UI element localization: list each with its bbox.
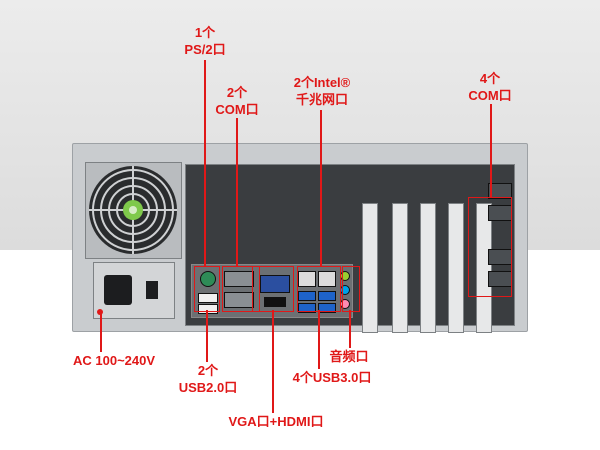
usb2-port [198,304,218,314]
label-lan-name: 千兆网口 [295,92,348,107]
vga-port [260,275,290,293]
label-lan: 2个Intel® 千兆网口 [280,74,364,108]
usb2-port [198,293,218,303]
lan-port [318,271,336,287]
ps2-highlight [194,266,220,312]
ac-socket [104,275,132,305]
expansion-slot [476,203,492,333]
usb3-port [318,291,336,301]
label-com2-count: 2个 [226,85,248,100]
expansion-slot [420,203,436,333]
usb3-port [298,291,316,301]
label-com2-name: COM口 [215,102,259,117]
label-vga-hdmi: VGA口+HDMI口 [228,414,324,429]
com-port [488,183,512,199]
label-com4-count: 4个 [479,71,501,86]
com-port [224,271,254,287]
com2-pointer [236,118,238,266]
ac-pointer-dot [97,309,103,315]
power-inlet-panel [93,262,175,319]
label-audio: 音频口 [329,349,369,364]
ps2-port [200,271,216,287]
usb2-pointer [206,310,208,362]
label-ps2-name: PS/2口 [184,42,226,57]
power-switch[interactable] [146,281,158,299]
label-com4-name: COM口 [468,88,512,103]
com2-highlight [222,266,260,312]
fan-icon [89,166,177,254]
expansion-slot [392,203,408,333]
com-port [224,292,254,308]
com4-highlight [468,197,512,297]
lan-pointer [320,110,322,266]
expansion-slot [362,203,378,333]
label-com2: 2个 COM口 [205,84,269,118]
label-com4: 4个 COM口 [458,70,522,104]
label-usb3: 4个USB3.0口 [292,370,372,385]
label-ac: AC 100~240V [72,353,156,368]
ps2-pointer [204,60,206,266]
com4-pointer [490,104,492,197]
vga-hdmi-pointer [272,310,274,413]
usb3-pointer [318,310,320,369]
label-usb2-count: 2个 [197,363,219,378]
lan-usb3-highlight [297,266,341,312]
ac-pointer [100,312,102,352]
label-ps2: 1个 PS/2口 [173,24,237,58]
lan-port [298,271,316,287]
label-lan-count: 2个Intel® [293,75,351,90]
usb3-port [298,303,316,313]
label-usb2-name: USB2.0口 [178,380,238,395]
usb3-port [318,303,336,313]
hdmi-port [264,297,286,307]
expansion-slot [448,203,464,333]
label-usb2: 2个 USB2.0口 [168,362,248,396]
chassis-rear-panel [72,143,528,333]
label-ps2-count: 1个 [194,25,216,40]
audio-pointer [349,310,351,348]
vga-hdmi-highlight [252,266,294,312]
audio-highlight [342,266,360,312]
psu-fan-grille [85,162,182,259]
